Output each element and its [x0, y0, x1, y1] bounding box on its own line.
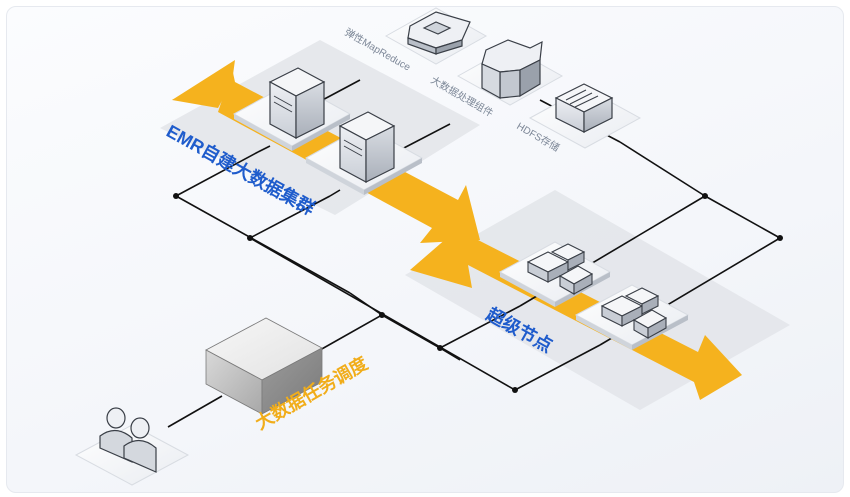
network-junctions: [173, 193, 783, 393]
users-icon: [99, 407, 157, 473]
storage-icon: [554, 83, 614, 133]
cube-node-icon: [600, 287, 668, 339]
box-icon: [205, 317, 323, 415]
mapreduce-icon: [407, 11, 471, 55]
super-node-arrow: [410, 218, 742, 400]
component-icon: [481, 39, 543, 100]
server-icon: [268, 67, 326, 140]
diagram-card: [6, 6, 844, 493]
server-icon: [338, 111, 396, 184]
cube-node-icon: [526, 243, 594, 295]
